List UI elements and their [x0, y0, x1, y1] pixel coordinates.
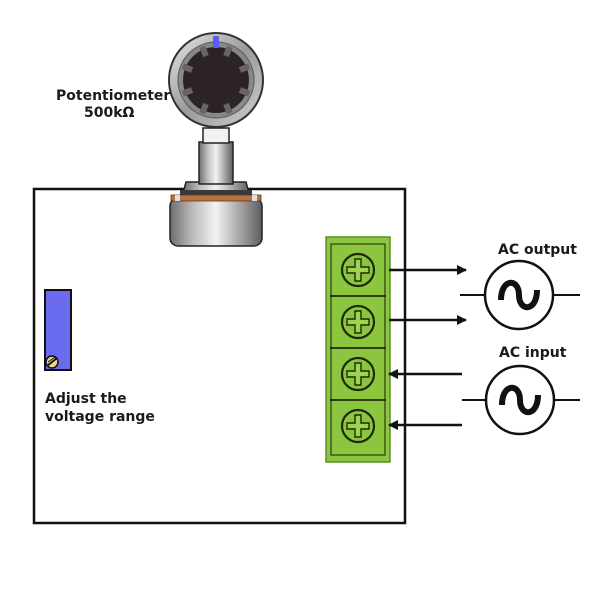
screw-cross-slot [346, 362, 370, 386]
potentiometer-label: Potentiometer [56, 88, 170, 104]
knob-grip [238, 87, 251, 97]
potentiometer-washer [180, 190, 252, 195]
terminal-3[interactable] [340, 356, 376, 392]
terminal-2[interactable] [340, 304, 376, 340]
knob-grip [199, 102, 209, 115]
potentiometer-value-label: 500kΩ [84, 105, 135, 121]
screw-cross-slot [346, 414, 370, 438]
trimmer-screw-slot [46, 357, 58, 367]
knob-grip [223, 102, 233, 115]
potentiometer[interactable] [168, 32, 264, 247]
ac-output-label: AC output [498, 242, 577, 258]
adjust-label-line1: Adjust the [45, 391, 127, 407]
ac-sine-icon [498, 279, 540, 311]
screw-cross-slot [346, 310, 370, 334]
potentiometer-knob-face [183, 47, 249, 113]
knob-grip [181, 87, 194, 97]
knob-grip [199, 45, 209, 58]
ac-sine-icon [499, 384, 541, 416]
voltage-range-trimmer[interactable] [44, 289, 72, 371]
potentiometer-detail [252, 195, 257, 201]
potentiometer-detail [175, 195, 180, 201]
potentiometer-shaft-neck [202, 127, 230, 144]
potentiometer-body [169, 197, 263, 247]
adjust-label-line2: voltage range [45, 409, 155, 425]
knob-grip [181, 63, 194, 73]
potentiometer-copper-ring [170, 194, 262, 202]
ac-input-label: AC input [499, 345, 567, 361]
ac-input-source: AC input [462, 345, 580, 436]
knob-grips [181, 45, 251, 115]
trimmer-screw-slot [47, 356, 56, 363]
knob-grip [238, 63, 251, 73]
terminal-1[interactable] [340, 252, 376, 288]
ac-output-source: AC output [460, 242, 580, 331]
wiring-arrows [388, 265, 467, 430]
screw-cross-slot [346, 258, 370, 282]
knob-grip [223, 45, 233, 58]
terminal-4[interactable] [340, 408, 376, 444]
terminal-block [325, 236, 391, 463]
potentiometer-shaft [198, 141, 234, 185]
knob-indicator-icon [213, 36, 219, 48]
